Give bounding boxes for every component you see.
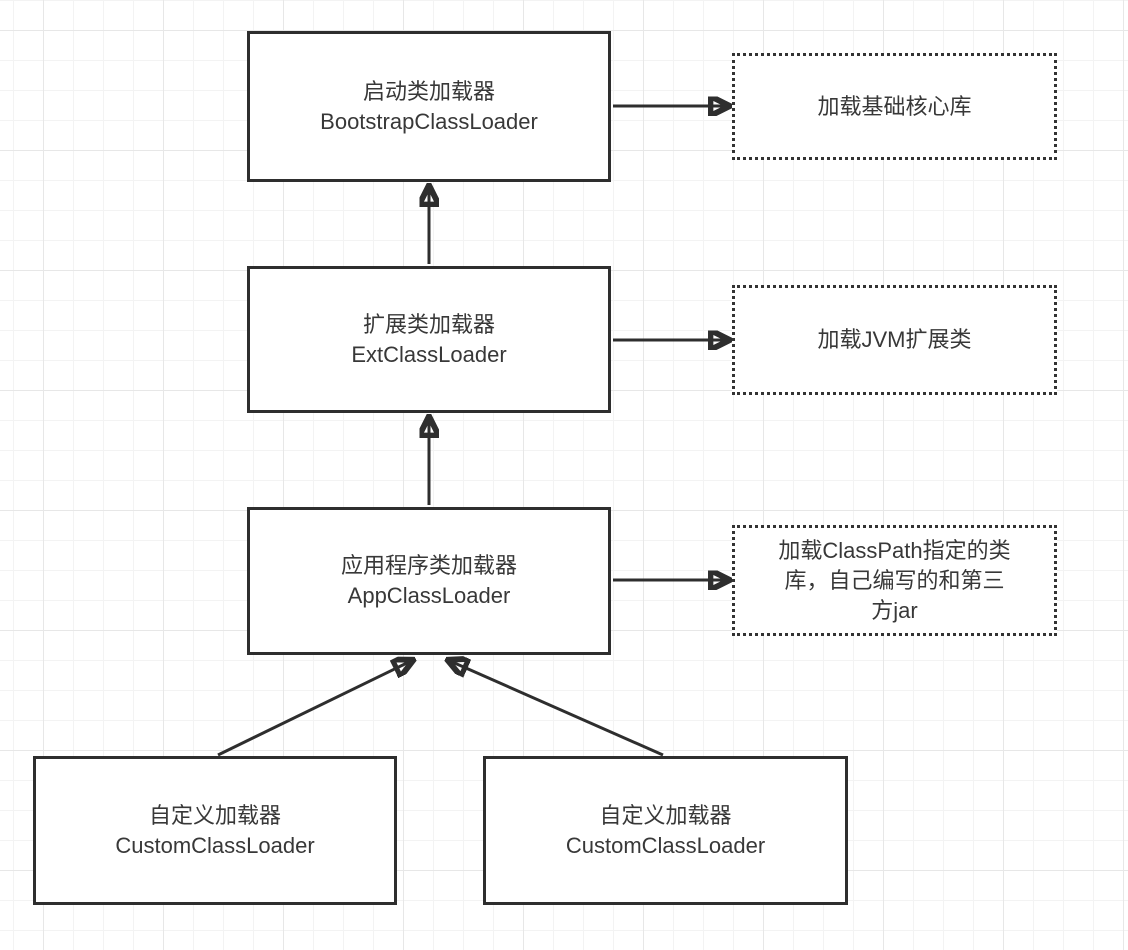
note-text: 加载JVM扩展类 <box>817 327 972 352</box>
box-title: 自定义加载器 <box>148 802 281 828</box>
box-subtitle: CustomClassLoader <box>115 832 315 858</box>
arrow-custom-right-to-app <box>450 661 664 757</box>
box-title: 自定义加载器 <box>599 802 732 828</box>
box-ext-classloader: 扩展类加载器 ExtClassLoader <box>247 266 611 413</box>
note-jvm-extensions: 加载JVM扩展类 <box>732 285 1057 395</box>
box-subtitle: AppClassLoader <box>347 583 511 608</box>
box-title: 应用程序类加载器 <box>340 553 517 578</box>
note-classpath-libraries: 加载ClassPath指定的类 库，自己编写的和第三 方jar <box>732 525 1057 636</box>
box-title: 扩展类加载器 <box>362 311 495 337</box>
note-text-line: 库，自己编写的和第三 <box>784 567 1005 593</box>
box-subtitle: BootstrapClassLoader <box>320 108 538 134</box>
box-app-classloader: 应用程序类加载器 AppClassLoader <box>247 507 611 655</box>
note-text-line: 加载ClassPath指定的类 <box>778 537 1011 563</box>
box-subtitle: CustomClassLoader <box>565 832 766 858</box>
note-text-line: 方jar <box>871 597 918 623</box>
note-text: 加载基础核心库 <box>817 93 972 119</box>
box-custom-classloader-left: 自定义加载器 CustomClassLoader <box>33 756 397 905</box>
box-custom-classloader-right: 自定义加载器 CustomClassLoader <box>483 756 848 905</box>
box-subtitle: ExtClassLoader <box>351 341 507 367</box>
note-core-libraries: 加载基础核心库 <box>732 53 1057 160</box>
box-title: 启动类加载器 <box>362 78 495 104</box>
box-bootstrap-classloader: 启动类加载器 BootstrapClassLoader <box>247 31 611 182</box>
arrow-custom-left-to-app <box>217 661 411 757</box>
